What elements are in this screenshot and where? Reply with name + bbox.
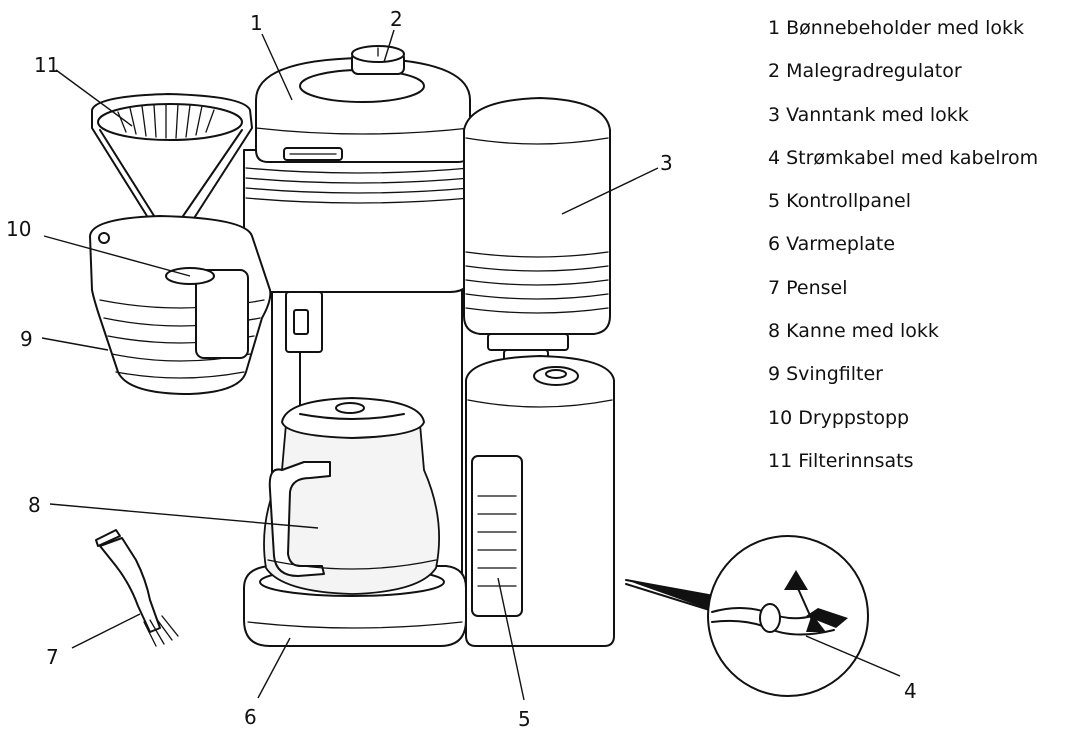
legend-text: Kontrollpanel bbox=[786, 190, 912, 213]
callout-7: 7 bbox=[46, 645, 59, 669]
legend-number: 11 bbox=[768, 449, 793, 472]
legend-text: Svingfilter bbox=[786, 363, 883, 386]
legend-text: Strømkabel med kabelrom bbox=[786, 146, 1039, 169]
legend-number: 4 bbox=[768, 146, 781, 169]
callout-5: 5 bbox=[518, 707, 531, 731]
legend-number: 5 bbox=[768, 190, 781, 213]
legend-text: Bønnebeholder med lokk bbox=[786, 17, 1025, 39]
swing-filter bbox=[89, 215, 272, 395]
callout-2: 2 bbox=[390, 7, 403, 31]
cable-compartment-detail bbox=[625, 535, 869, 697]
brush bbox=[95, 529, 179, 647]
legend-number: 1 bbox=[768, 17, 781, 39]
callout-numbers: 1 2 3 4 5 6 7 8 9 10 11 bbox=[6, 7, 917, 731]
carafe bbox=[263, 397, 440, 595]
legend-number: 8 bbox=[768, 320, 781, 343]
callout-6: 6 bbox=[244, 705, 257, 729]
legend-text: Vanntank med lokk bbox=[786, 103, 969, 126]
bean-container bbox=[255, 57, 471, 163]
leader-lines bbox=[41, 29, 901, 701]
callout-11: 11 bbox=[34, 53, 59, 77]
grind-regulator bbox=[351, 45, 405, 75]
legend-number: 7 bbox=[768, 276, 781, 299]
callout-3: 3 bbox=[660, 151, 673, 175]
legend-number: 3 bbox=[768, 103, 781, 126]
callout-1: 1 bbox=[250, 11, 263, 35]
callout-8: 8 bbox=[28, 493, 41, 517]
callout-9: 9 bbox=[20, 327, 33, 351]
legend-number: 6 bbox=[768, 233, 781, 256]
brush-bristles bbox=[143, 615, 179, 647]
legend-text: Filterinnsats bbox=[798, 449, 914, 472]
legend-number: 2 bbox=[768, 60, 781, 83]
legend-number: 10 bbox=[768, 406, 793, 429]
tank-ribs bbox=[465, 251, 609, 314]
filter-ridges bbox=[117, 103, 215, 139]
callout-4: 4 bbox=[904, 679, 917, 703]
legend-text: Malegradregulator bbox=[786, 60, 962, 83]
legend-number: 9 bbox=[768, 363, 781, 386]
callout-10: 10 bbox=[6, 217, 31, 241]
ribbed-band bbox=[245, 167, 471, 204]
legend-text: Kanne med lokk bbox=[786, 320, 939, 343]
legend-text: Varmeplate bbox=[786, 233, 896, 256]
legend-text: Dryppstopp bbox=[798, 406, 910, 429]
control-panel bbox=[471, 455, 523, 617]
control-tower bbox=[465, 355, 615, 647]
water-tank bbox=[463, 97, 611, 391]
legend-text: Pensel bbox=[786, 276, 848, 299]
